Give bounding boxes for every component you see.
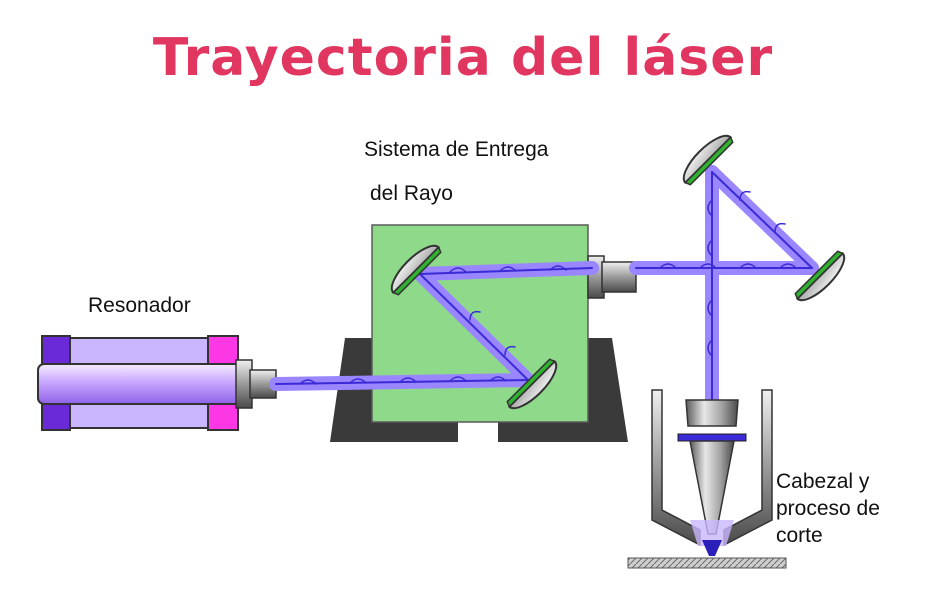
mirror-icon-4 — [794, 250, 846, 302]
delivery-system-label-2: del Rayo — [370, 180, 453, 207]
right-stand — [498, 338, 628, 442]
page-title: Trayectoria del láser — [152, 28, 774, 88]
left-stand — [330, 338, 458, 442]
resonator-label-text: Resonador — [88, 294, 191, 317]
nozzle-icon — [702, 540, 722, 556]
mirror-icon-1 — [390, 244, 442, 296]
cutting-head-label-line2: proceso de — [776, 497, 880, 520]
delivery-system-label-line1: Sistema de Entrega — [364, 138, 549, 161]
focus-lens — [677, 433, 747, 442]
resonator-icon — [37, 335, 277, 431]
cutting-head-label-line3: corte — [776, 524, 823, 547]
laser-beam — [269, 165, 819, 409]
mirror-icon-3 — [682, 134, 734, 186]
cutting-head-label: Cabezal y proceso de corte — [776, 468, 880, 549]
workpiece-icon — [627, 557, 787, 569]
cutting-head-label-line1: Cabezal y — [776, 470, 870, 493]
delivery-system-label-line2: del Rayo — [370, 182, 453, 205]
mirror-icon-2 — [506, 358, 558, 410]
delivery-system-label: Sistema de Entrega — [364, 136, 548, 163]
cutting-head-icon — [651, 389, 773, 556]
resonator-label: Resonador — [88, 292, 191, 319]
